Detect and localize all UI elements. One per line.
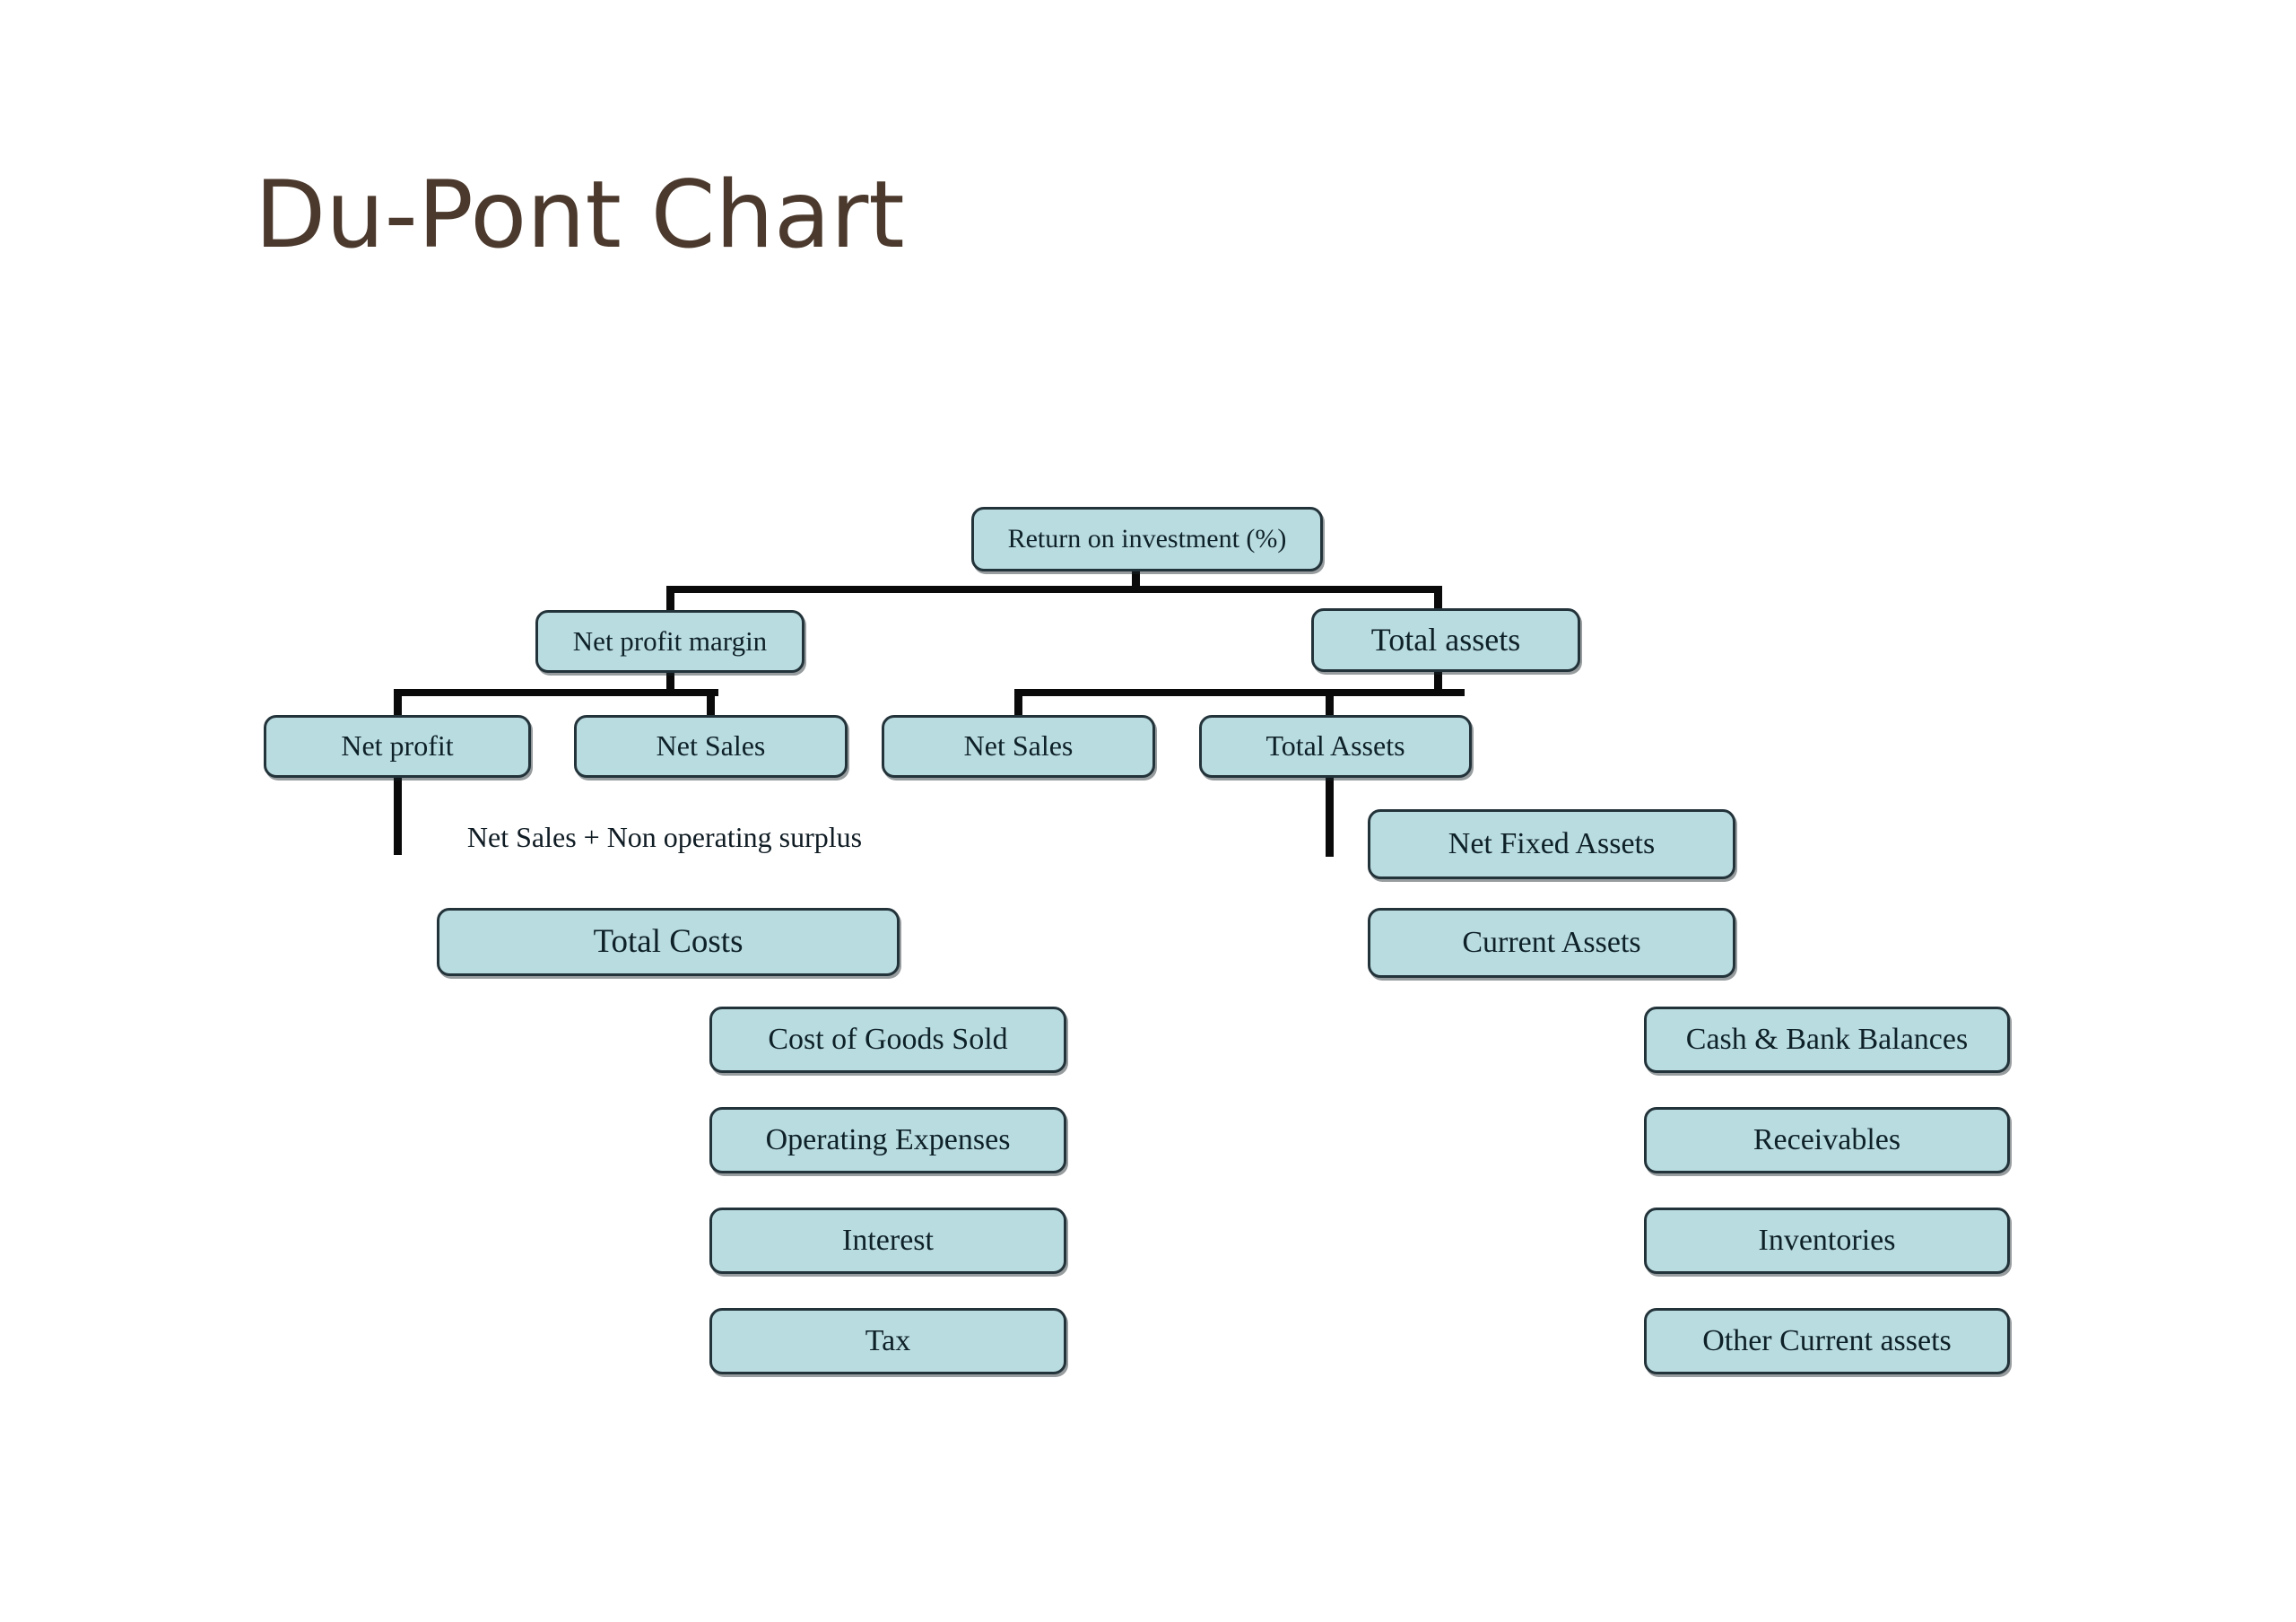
node-net-sales-left: Net Sales — [574, 715, 848, 778]
connector-npm-drop — [666, 586, 674, 613]
node-net-sales-right: Net Sales — [882, 715, 1155, 778]
note-net-sales-surplus: Net Sales + Non operating surplus — [466, 821, 863, 853]
node-tax: Tax — [709, 1308, 1066, 1374]
connector-net-profit-drop — [394, 689, 402, 718]
node-cash-bank-balances: Cash & Bank Balances — [1644, 1007, 2010, 1073]
node-net-profit: Net profit — [264, 715, 531, 778]
node-net-profit-margin: Net profit margin — [535, 610, 804, 673]
connector-total-assets-hbar — [1014, 689, 1465, 696]
connector-level1-hbar — [666, 586, 1442, 593]
node-total-assets: Total assets — [1311, 608, 1580, 672]
connector-net-profit-leader — [394, 776, 402, 855]
connector-total-assets-2-leader — [1326, 776, 1334, 857]
page-title: Du-Pont Chart — [255, 161, 905, 269]
connector-total-assets-drop — [1434, 586, 1442, 611]
node-return-on-investment: Return on investment (%) — [971, 507, 1323, 571]
connector-npm-hbar — [394, 689, 718, 696]
node-other-current-assets: Other Current assets — [1644, 1308, 2010, 1374]
connector-total-assets-stem — [1434, 671, 1442, 693]
connector-npm-stem — [666, 672, 674, 692]
node-interest: Interest — [709, 1208, 1066, 1274]
node-total-assets-2: Total Assets — [1199, 715, 1472, 778]
node-inventories: Inventories — [1644, 1208, 2010, 1274]
node-total-costs: Total Costs — [437, 908, 900, 976]
connector-net-sales-left-drop — [707, 689, 715, 718]
node-receivables: Receivables — [1644, 1107, 2010, 1173]
node-net-fixed-assets: Net Fixed Assets — [1368, 809, 1735, 879]
connector-net-sales-right-drop — [1014, 689, 1022, 718]
node-operating-expenses: Operating Expenses — [709, 1107, 1066, 1173]
node-cost-of-goods-sold: Cost of Goods Sold — [709, 1007, 1066, 1073]
connector-roi-stem — [1132, 571, 1140, 589]
node-current-assets: Current Assets — [1368, 908, 1735, 978]
connector-total-assets-2-drop — [1326, 689, 1334, 718]
